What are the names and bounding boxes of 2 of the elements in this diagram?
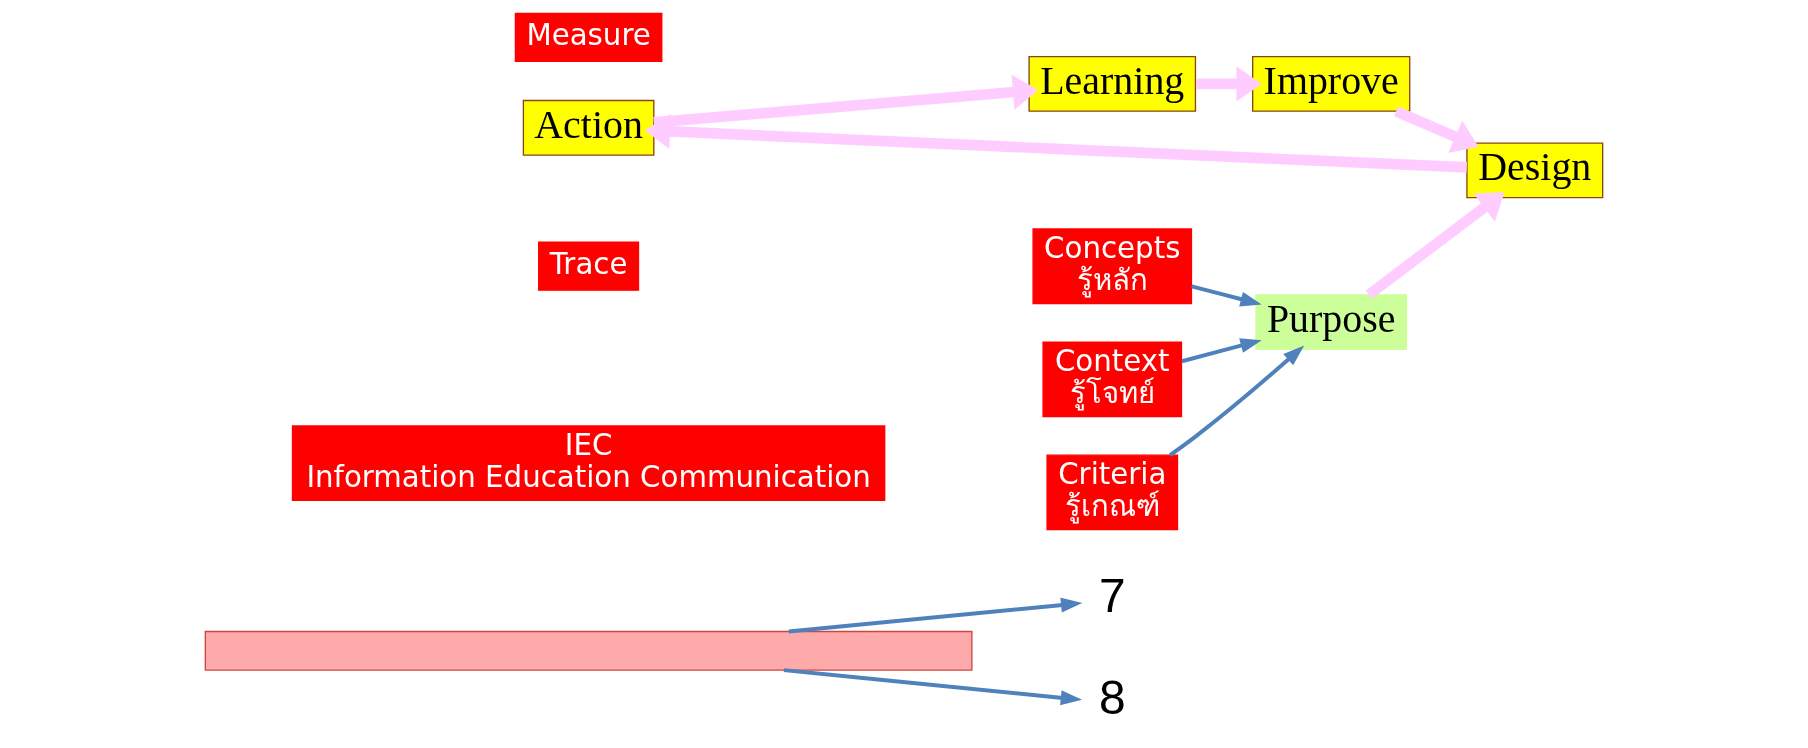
node-text: 8 [1098,671,1126,725]
node-text: 7 [1098,568,1126,622]
